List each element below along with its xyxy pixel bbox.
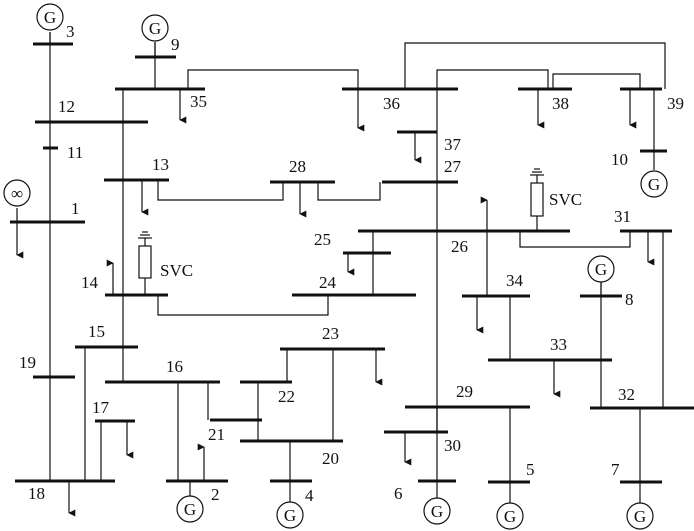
bus-label-26: 26: [451, 237, 468, 256]
line-13-28: [157, 180, 284, 201]
bus-label-34: 34: [506, 271, 524, 290]
generator-icon: [141, 14, 169, 42]
bus-label-5: 5: [526, 460, 535, 479]
bus-label-8: 8: [625, 290, 634, 309]
bus-label-23: 23: [322, 324, 339, 343]
bus-label-31: 31: [614, 207, 631, 226]
generator-symbol: G: [595, 260, 607, 279]
bus-label-15: 15: [88, 322, 105, 341]
infinite-bus-symbol: ∞: [11, 184, 23, 203]
generator-bus-4: G: [276, 481, 304, 529]
line-36-38: [436, 69, 549, 89]
load-arrows: [16, 89, 655, 517]
svc-device-bus-14: [138, 231, 152, 295]
bus-label-28: 28: [289, 157, 306, 176]
generator-symbol: G: [648, 175, 660, 194]
line-36-39: [404, 42, 666, 89]
generator-bus-7: G: [626, 482, 654, 530]
bus-bars: [10, 42, 694, 484]
svc-body: [138, 245, 152, 279]
bus-label-9: 9: [171, 35, 180, 54]
bus-label-2: 2: [211, 485, 220, 504]
generator-icon: [176, 495, 204, 523]
bus-label-32: 32: [618, 385, 635, 404]
generator-icon: [423, 497, 451, 525]
infinite-bus-icon: [3, 179, 31, 207]
bus-label-20: 20: [322, 449, 339, 468]
generator-icon: [496, 502, 524, 530]
bus-label-17: 17: [92, 398, 110, 417]
bus-label-18: 18: [28, 484, 45, 503]
generator-bus-6: G: [423, 481, 451, 525]
generator-bus-8: G: [587, 255, 615, 296]
bus-label-19: 19: [19, 353, 36, 372]
generator-symbol: G: [184, 500, 196, 519]
bus-label-27: 27: [444, 157, 462, 176]
generator-bus-3: G: [36, 3, 64, 44]
bus-label-35: 35: [190, 92, 207, 111]
bus-label-6: 6: [394, 484, 403, 503]
bus-label-30: 30: [444, 436, 461, 455]
bus-number-labels: 3 9 12 11 1 35 36 38 39 37 10 13 28 27 3…: [19, 22, 684, 505]
svc-device-bus-26: [530, 168, 544, 231]
line-28-27: [317, 182, 381, 201]
generator-symbol: G: [149, 19, 161, 38]
generator-icon: [276, 501, 304, 529]
generator-symbol: G: [504, 507, 516, 526]
transmission-lines: [49, 32, 666, 482]
generator-symbol: G: [44, 8, 56, 27]
bus-label-10: 10: [611, 150, 628, 169]
bus-label-21: 21: [208, 425, 225, 444]
infinite-bus-1: ∞: [3, 179, 31, 222]
generator-icon: [36, 3, 64, 31]
svc-label-bus-14: SVC: [160, 261, 193, 280]
line-38-39: [552, 73, 641, 89]
generator-bus-5: G: [496, 482, 524, 530]
line-14-24: [157, 295, 329, 316]
bus-label-13: 13: [152, 155, 169, 174]
generator-bus-10: G: [640, 151, 668, 198]
bus-label-24: 24: [319, 273, 337, 292]
bus-label-25: 25: [314, 230, 331, 249]
svc-label-bus-26: SVC: [549, 190, 582, 209]
generator-icon: [626, 502, 654, 530]
bus-label-11: 11: [67, 143, 83, 162]
bus-label-39: 39: [667, 94, 684, 113]
bus-label-12: 12: [58, 97, 75, 116]
bus-label-22: 22: [278, 387, 295, 406]
generator-symbol: G: [431, 502, 443, 521]
generator-icon: [587, 255, 615, 283]
generator-symbol: G: [634, 507, 646, 526]
bus-label-37: 37: [444, 135, 462, 154]
line-26-31: [519, 231, 631, 248]
bus-label-38: 38: [552, 94, 569, 113]
bus-label-4: 4: [305, 486, 314, 505]
generator-symbol: G: [284, 506, 296, 525]
bus-label-16: 16: [166, 357, 183, 376]
generator-bus-9: G: [141, 14, 169, 57]
bus-label-36: 36: [383, 94, 400, 113]
line-35-36: [187, 69, 359, 89]
bus-label-3: 3: [66, 22, 75, 41]
bus-label-7: 7: [611, 460, 620, 479]
bus-label-29: 29: [456, 382, 473, 401]
generator-bus-2: G: [176, 481, 204, 523]
bus-label-33: 33: [550, 335, 567, 354]
generator-icon: [640, 170, 668, 198]
svc-body: [530, 182, 544, 217]
bus-label-14: 14: [81, 273, 99, 292]
bus-label-1: 1: [71, 199, 80, 218]
